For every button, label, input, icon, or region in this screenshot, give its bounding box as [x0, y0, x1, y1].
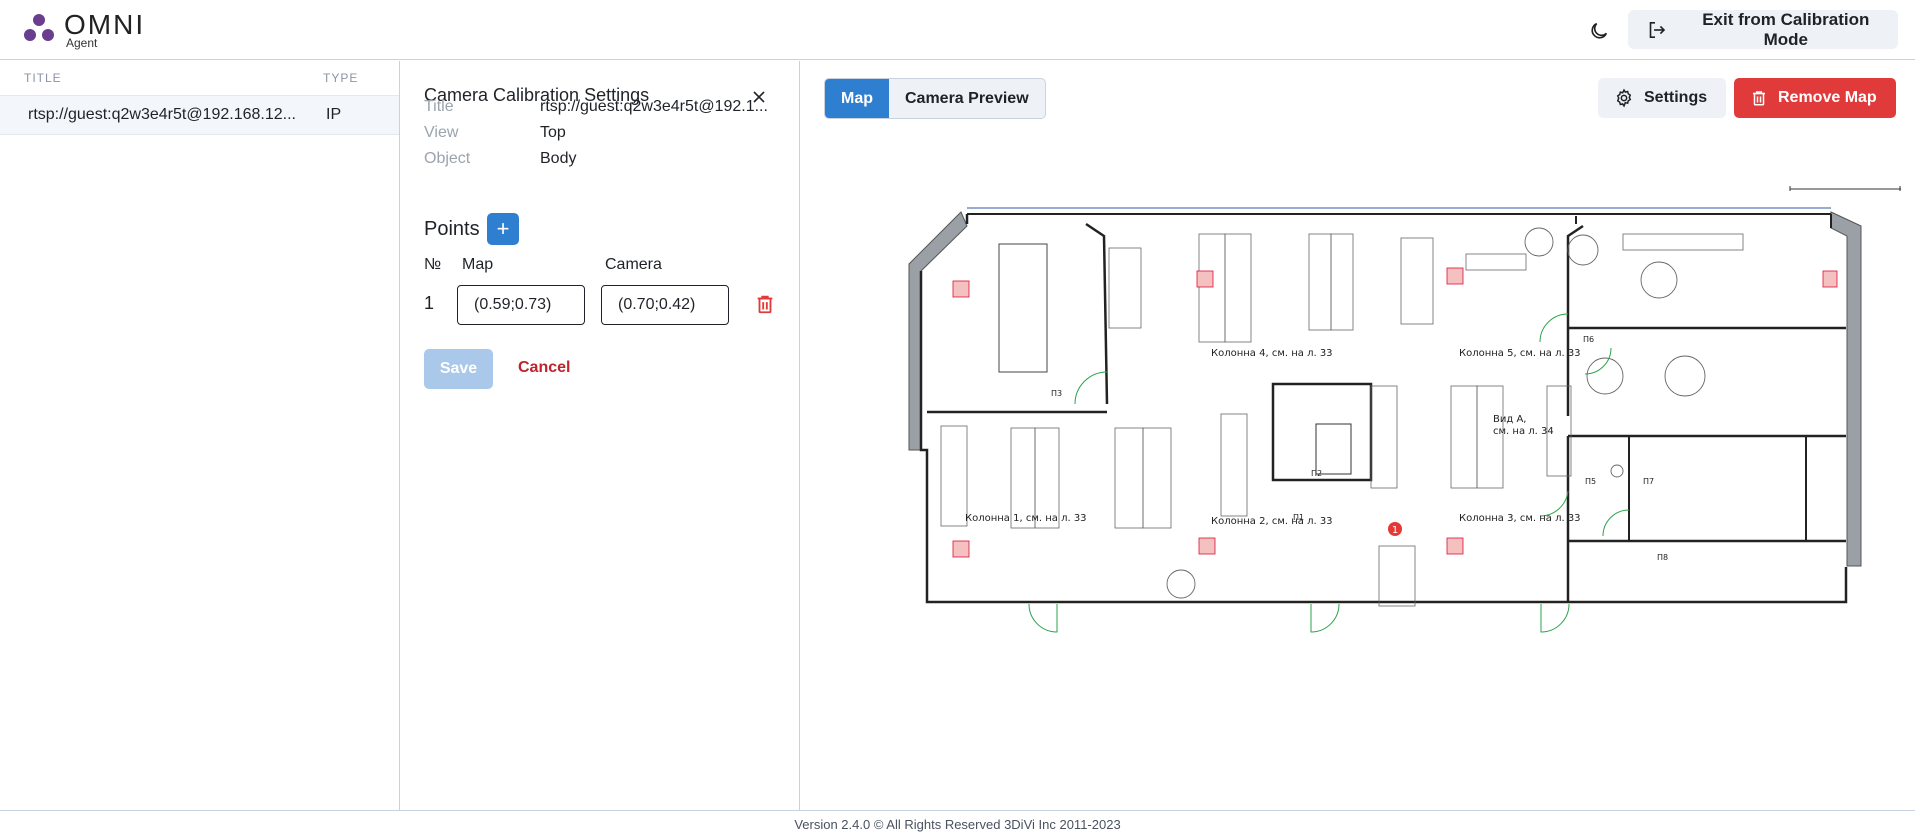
- map-label-k2: Колонна 2, см. на л. 33: [1211, 516, 1333, 527]
- meta-title-label: Title: [424, 98, 454, 115]
- meta-object-row: Object Body: [424, 150, 784, 168]
- settings-button[interactable]: Settings: [1598, 78, 1726, 118]
- logo-subtitle: Agent: [66, 36, 98, 50]
- save-button[interactable]: Save: [424, 349, 493, 389]
- col-type-header: TYPE: [323, 71, 359, 85]
- app-footer: Version 2.4.0 © All Rights Reserved 3DiV…: [0, 810, 1915, 838]
- calibration-settings-panel: Camera Calibration Settings Title rtsp:/…: [401, 61, 800, 810]
- close-icon: [753, 91, 765, 103]
- map-label-r6: П6: [1583, 335, 1594, 344]
- meta-object-value: Body: [540, 150, 577, 167]
- meta-view-row: View Top: [424, 124, 784, 142]
- gear-icon: [1616, 88, 1632, 108]
- meta-title-row: Title rtsp://guest:q2w3e4r5t@192.1...: [424, 98, 784, 116]
- map-label-r2: П2: [1311, 469, 1322, 478]
- col-map-header: Map: [462, 256, 494, 273]
- tab-map[interactable]: Map: [825, 79, 889, 118]
- logo-dots-icon: [24, 14, 54, 41]
- map-label-r5: П5: [1585, 477, 1596, 486]
- col-camera-header: Camera: [605, 256, 662, 273]
- calibration-title: Camera Calibration Settings: [424, 85, 650, 105]
- tab-camera-preview[interactable]: Camera Preview: [905, 89, 1029, 107]
- remove-map-label: Remove Map: [1778, 89, 1877, 106]
- map-label-r3: П3: [1051, 389, 1062, 398]
- col-title-header: TITLE: [24, 71, 62, 85]
- exit-calibration-button[interactable]: Exit from Calibration Mode: [1628, 10, 1898, 49]
- map-label-vid: Вид А,: [1493, 414, 1526, 425]
- cancel-button[interactable]: Cancel: [518, 359, 571, 376]
- map-label-k3: Колонна 3, см. на л. 33: [1459, 513, 1581, 524]
- exit-calibration-label: Exit from Calibration Mode: [1702, 9, 1870, 49]
- floor-plan-drawing: 1 Колонна 4, см. на л. 33 Колонна 5, см.…: [908, 186, 1901, 633]
- camera-list-row[interactable]: rtsp://guest:q2w3e4r5t@192.168.12... IP: [0, 95, 399, 135]
- moon-icon: [1591, 22, 1608, 39]
- footer-copyright: Version 2.4.0 © All Rights Reserved 3DiV…: [794, 817, 1121, 832]
- omni-logo[interactable]: OMNI Agent: [22, 8, 182, 52]
- map-label-k4: Колонна 4, см. на л. 33: [1211, 348, 1333, 359]
- logo-wordmark: OMNI: [64, 9, 146, 40]
- camera-type-cell: IP: [326, 106, 342, 123]
- app-header: OMNI Agent Exit from Calibration Mode: [0, 0, 1915, 60]
- map-label-r7: П7: [1643, 477, 1654, 486]
- map-marker-label: 1: [1392, 525, 1398, 536]
- theme-toggle-button[interactable]: [1584, 16, 1614, 46]
- map-label-k5: Колонна 5, см. на л. 33: [1459, 348, 1581, 359]
- delete-point-button[interactable]: [754, 293, 778, 317]
- map-label-r1: П1: [1293, 513, 1304, 522]
- remove-map-button[interactable]: Remove Map: [1734, 78, 1896, 118]
- col-number-header: №: [424, 256, 442, 273]
- add-point-button[interactable]: +: [487, 213, 519, 245]
- map-label-k1: Колонна 1, см. на л. 33: [965, 513, 1087, 524]
- meta-title-value: rtsp://guest:q2w3e4r5t@192.1...: [540, 98, 768, 115]
- map-label-r8: П8: [1657, 553, 1668, 562]
- floor-plan-map[interactable]: 1 Колонна 4, см. на л. 33 Колонна 5, см.…: [871, 146, 1901, 716]
- camera-point-input[interactable]: [601, 285, 729, 325]
- points-heading: Points: [424, 218, 480, 240]
- meta-view-label: View: [424, 124, 459, 141]
- meta-view-value: Top: [540, 124, 566, 141]
- map-point-input[interactable]: [457, 285, 585, 325]
- logout-icon: [1649, 21, 1666, 38]
- trash-icon: [757, 295, 773, 314]
- camera-title-cell: rtsp://guest:q2w3e4r5t@192.168.12...: [28, 106, 296, 123]
- camera-list-panel: TITLE TYPE rtsp://guest:q2w3e4r5t@192.16…: [0, 61, 400, 810]
- close-panel-button[interactable]: [747, 85, 771, 109]
- meta-object-label: Object: [424, 150, 471, 167]
- settings-label: Settings: [1644, 89, 1708, 106]
- trash-icon: [1753, 91, 1765, 106]
- view-tabs: Map Camera Preview: [824, 78, 1046, 119]
- camera-list-header: TITLE TYPE: [0, 61, 399, 95]
- point-number: 1: [424, 293, 435, 313]
- map-area: Map Camera Preview Settings Remove Map: [801, 61, 1915, 810]
- map-label-vid2: см. на л. 34: [1493, 426, 1554, 437]
